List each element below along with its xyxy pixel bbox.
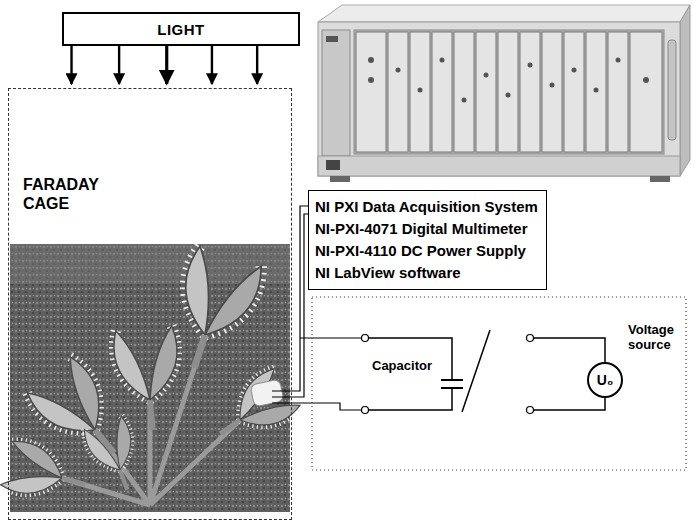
- light-label: LIGHT: [157, 21, 205, 38]
- electrode-wire: [272, 403, 362, 410]
- pxi-connector: [462, 98, 467, 103]
- voltage-source-symbol: U₀: [587, 362, 623, 398]
- pxi-chassis-photo: [326, 160, 340, 170]
- electrode-wire: [272, 214, 308, 397]
- pxi-module: [388, 32, 408, 152]
- pxi-connector: [440, 58, 445, 63]
- pxi-module: [564, 32, 584, 152]
- plant-photo: [0, 439, 92, 509]
- light-source-box: LIGHT: [62, 12, 300, 46]
- light-ray-arrow: [211, 46, 213, 84]
- terminal-symbol: [362, 335, 369, 342]
- pxi-connector: [616, 58, 621, 63]
- circuit-wire: [368, 388, 452, 410]
- electrode-wire: [272, 206, 308, 391]
- circuit-panel: [312, 297, 686, 470]
- pxi-module: [410, 32, 430, 152]
- light-ray-arrow: [165, 46, 168, 84]
- electrode-wire: [300, 337, 362, 338]
- pxi-connector: [643, 77, 649, 83]
- pxi-module: [630, 32, 662, 152]
- pxi-module: [476, 32, 496, 152]
- pxi-module: [454, 32, 474, 152]
- capacitor-symbol: [441, 387, 463, 389]
- capacitor-symbol: [441, 379, 463, 381]
- plant-photo: [160, 245, 265, 379]
- pxi-connector: [484, 73, 489, 78]
- light-ray-arrow: [118, 46, 120, 84]
- pxi-connector: [368, 77, 374, 83]
- pxi-chassis-photo: [354, 30, 664, 154]
- equipment-name: NI PXI Data Acquisition System: [315, 196, 538, 218]
- terminal-symbol: [527, 407, 534, 414]
- pxi-connector: [506, 93, 511, 98]
- pxi-chassis-photo: [650, 176, 670, 182]
- pxi-module: [608, 32, 628, 152]
- pxi-chassis-photo: [326, 36, 338, 42]
- terminal-symbol: [362, 335, 534, 414]
- terminal-symbol: [527, 335, 534, 342]
- circuit-wire: [533, 338, 605, 363]
- pxi-module: [356, 32, 386, 152]
- plant-photo: [0, 244, 302, 512]
- pxi-chassis-photo: [318, 5, 690, 22]
- faraday-cage: FARADAY CAGE: [8, 88, 292, 520]
- switch-symbol: [462, 330, 490, 412]
- pxi-module: [498, 32, 518, 152]
- pxi-chassis-photo: [330, 176, 350, 182]
- pxi-chassis-photo: [322, 30, 350, 156]
- pxi-module: [542, 32, 562, 152]
- pxi-module: [520, 32, 540, 152]
- pxi-module: [356, 32, 662, 152]
- source-symbol-label: U₀: [597, 372, 613, 388]
- pxi-module: [586, 32, 606, 152]
- circuit-wire: [368, 338, 605, 410]
- pxi-connector: [418, 88, 423, 93]
- equipment-name: NI-PXI-4110 DC Power Supply: [315, 240, 538, 262]
- equipment-name: NI-PXI-4071 Digital Multimeter: [315, 218, 538, 240]
- equipment-list-box: NI PXI Data Acquisition SystemNI-PXI-407…: [308, 190, 547, 290]
- pxi-connector: [550, 83, 555, 88]
- light-ray-arrow: [256, 46, 258, 84]
- pxi-connector: [572, 68, 577, 73]
- light-ray-arrow: [70, 46, 72, 84]
- pxi-connector: [368, 57, 649, 103]
- plant-photo: [82, 415, 148, 497]
- pxi-connector: [368, 57, 374, 63]
- pxi-chassis-photo: [668, 40, 676, 140]
- pxi-connector: [594, 88, 599, 93]
- switch-symbol: [462, 330, 490, 412]
- capacitor-symbol: [441, 380, 463, 388]
- circuit-wire: [368, 338, 452, 380]
- pxi-chassis-photo: [318, 22, 680, 176]
- circuit-wire: [533, 397, 605, 410]
- pxi-chassis-photo: [318, 156, 680, 176]
- pxi-connector: [396, 68, 401, 73]
- pxi-chassis-photo: [680, 5, 690, 176]
- cage-label: FARADAY CAGE: [23, 175, 119, 213]
- equipment-name: NI LabView software: [315, 262, 538, 284]
- pxi-chassis-photo: [318, 5, 690, 182]
- pxi-module: [432, 32, 452, 152]
- component-label: Capacitor: [372, 358, 440, 373]
- pxi-connector: [528, 63, 533, 68]
- component-label: Voltage source: [628, 322, 684, 352]
- plant-photo: [206, 366, 302, 454]
- plant-photo: [112, 326, 184, 433]
- terminal-symbol: [362, 407, 369, 414]
